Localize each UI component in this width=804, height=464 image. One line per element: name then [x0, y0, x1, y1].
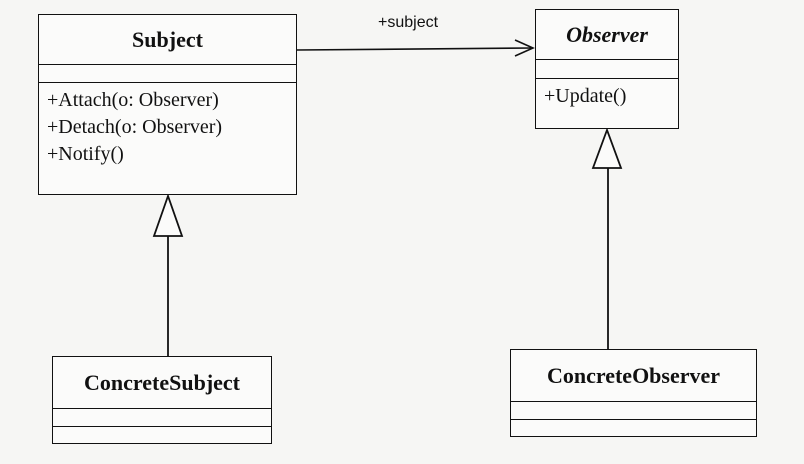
operations-observer: +Update() [536, 79, 678, 110]
class-concrete-observer[interactable]: ConcreteObserver [510, 349, 757, 437]
operations-concrete-subject [53, 427, 271, 431]
attributes-concrete-observer [511, 402, 756, 420]
attributes-observer [536, 60, 678, 79]
class-name-concrete-observer: ConcreteObserver [511, 350, 756, 402]
class-observer[interactable]: Observer +Update() [535, 9, 679, 129]
attributes-concrete-subject [53, 409, 271, 427]
class-subject[interactable]: Subject +Attach(o: Observer) +Detach(o: … [38, 14, 297, 195]
operation-notify: +Notify() [47, 143, 124, 165]
class-name-observer: Observer [536, 10, 678, 60]
association-line [296, 47, 534, 51]
class-name-concrete-subject: ConcreteSubject [53, 357, 271, 409]
attributes-subject [39, 65, 296, 83]
association-label: +subject [378, 14, 439, 31]
association-arrowhead [514, 39, 535, 57]
operations-concrete-observer [511, 420, 756, 424]
operations-subject: +Attach(o: Observer) +Detach(o: Observer… [39, 83, 296, 168]
operation-attach: +Attach(o: Observer) [47, 89, 219, 111]
class-name-subject: Subject [39, 15, 296, 65]
operation-update: +Update() [544, 85, 627, 107]
generalization-triangle-subject [152, 193, 184, 237]
class-concrete-subject[interactable]: ConcreteSubject [52, 356, 272, 444]
operation-detach: +Detach(o: Observer) [47, 116, 223, 138]
generalization-triangle-observer [591, 127, 623, 169]
